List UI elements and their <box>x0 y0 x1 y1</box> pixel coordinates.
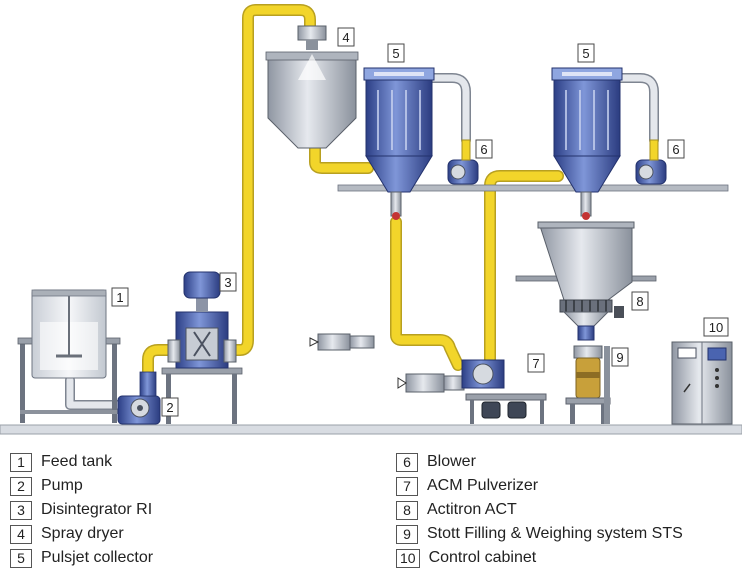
callout-5a: 5 <box>387 43 405 63</box>
filling-weighing-system <box>565 345 611 424</box>
svg-text:9: 9 <box>616 350 623 365</box>
legend-label: Spray dryer <box>41 525 124 542</box>
legend-item: 1 Feed tank <box>10 450 153 474</box>
blower-right <box>635 139 667 185</box>
legend-item: 7 ACM Pulverizer <box>396 474 683 498</box>
actitron <box>515 221 657 341</box>
air-ducts <box>65 73 659 410</box>
callout-5b: 5 <box>577 43 595 63</box>
svg-text:6: 6 <box>480 142 487 157</box>
legend-label: Stott Filling & Weighing system STS <box>427 525 683 542</box>
process-diagram: 1 2 3 4 5 5 6 6 7 8 9 10 <box>0 4 742 435</box>
svg-text:5: 5 <box>582 46 589 61</box>
legend-number: 8 <box>396 500 418 520</box>
callout-7: 7 <box>527 353 545 373</box>
legend-item: 4 Spray dryer <box>10 522 153 546</box>
callout-4: 4 <box>337 27 355 47</box>
callout-1: 1 <box>111 287 129 307</box>
svg-text:2: 2 <box>166 400 173 415</box>
pulsjet-collector-left <box>363 67 435 220</box>
legend-item: 2 Pump <box>10 474 153 498</box>
control-cabinet <box>671 341 733 425</box>
callout-8: 8 <box>631 291 649 311</box>
callout-6a: 6 <box>475 139 493 159</box>
platform <box>337 184 729 192</box>
pump <box>117 371 161 425</box>
svg-text:3: 3 <box>224 275 231 290</box>
callout-10: 10 <box>703 317 729 337</box>
callout-3: 3 <box>219 272 237 292</box>
legend-number: 4 <box>10 524 32 544</box>
legend-number: 5 <box>10 548 32 568</box>
legend-number: 1 <box>10 452 32 472</box>
svg-text:8: 8 <box>636 294 643 309</box>
acm-pulverizer <box>309 333 547 424</box>
blower-left <box>447 139 479 185</box>
svg-text:10: 10 <box>709 320 723 335</box>
legend-label: Disintegrator RI <box>41 501 153 518</box>
spray-dryer <box>265 25 359 149</box>
legend: 1 Feed tank 2 Pump 3 Disintegrator RI 4 Spra… <box>0 450 742 575</box>
svg-text:6: 6 <box>672 142 679 157</box>
callout-9: 9 <box>611 347 629 367</box>
legend-item: 8 Actitron ACT <box>396 498 683 522</box>
legend-item: 6 Blower <box>396 450 683 474</box>
legend-number: 9 <box>396 524 418 544</box>
legend-label: Control cabinet <box>428 549 537 566</box>
callout-6b: 6 <box>667 139 685 159</box>
legend-label: Feed tank <box>41 453 113 470</box>
floor <box>0 424 742 435</box>
legend-item: 9 Stott Filling & Weighing system STS <box>396 522 683 546</box>
legend-label: Actitron ACT <box>427 501 517 518</box>
callout-2: 2 <box>161 397 179 417</box>
disintegrator <box>161 271 243 424</box>
feed-tank <box>17 289 121 423</box>
legend-label: Pump <box>41 477 83 494</box>
svg-text:4: 4 <box>342 30 349 45</box>
svg-text:1: 1 <box>116 290 123 305</box>
legend-number: 3 <box>10 500 32 520</box>
legend-label: ACM Pulverizer <box>427 477 539 494</box>
svg-text:5: 5 <box>392 46 399 61</box>
legend-number: 6 <box>396 452 418 472</box>
svg-text:7: 7 <box>532 356 539 371</box>
legend-column-left: 1 Feed tank 2 Pump 3 Disintegrator RI 4 Spra… <box>10 450 153 570</box>
legend-item: 10 Control cabinet <box>396 546 683 570</box>
pulsjet-collector-right <box>551 67 623 220</box>
legend-number: 7 <box>396 476 418 496</box>
legend-label: Blower <box>427 453 476 470</box>
legend-item: 3 Disintegrator RI <box>10 498 153 522</box>
legend-item: 5 Pulsjet collector <box>10 546 153 570</box>
legend-number: 2 <box>10 476 32 496</box>
legend-label: Pulsjet collector <box>41 549 154 566</box>
legend-number: 10 <box>396 548 420 568</box>
